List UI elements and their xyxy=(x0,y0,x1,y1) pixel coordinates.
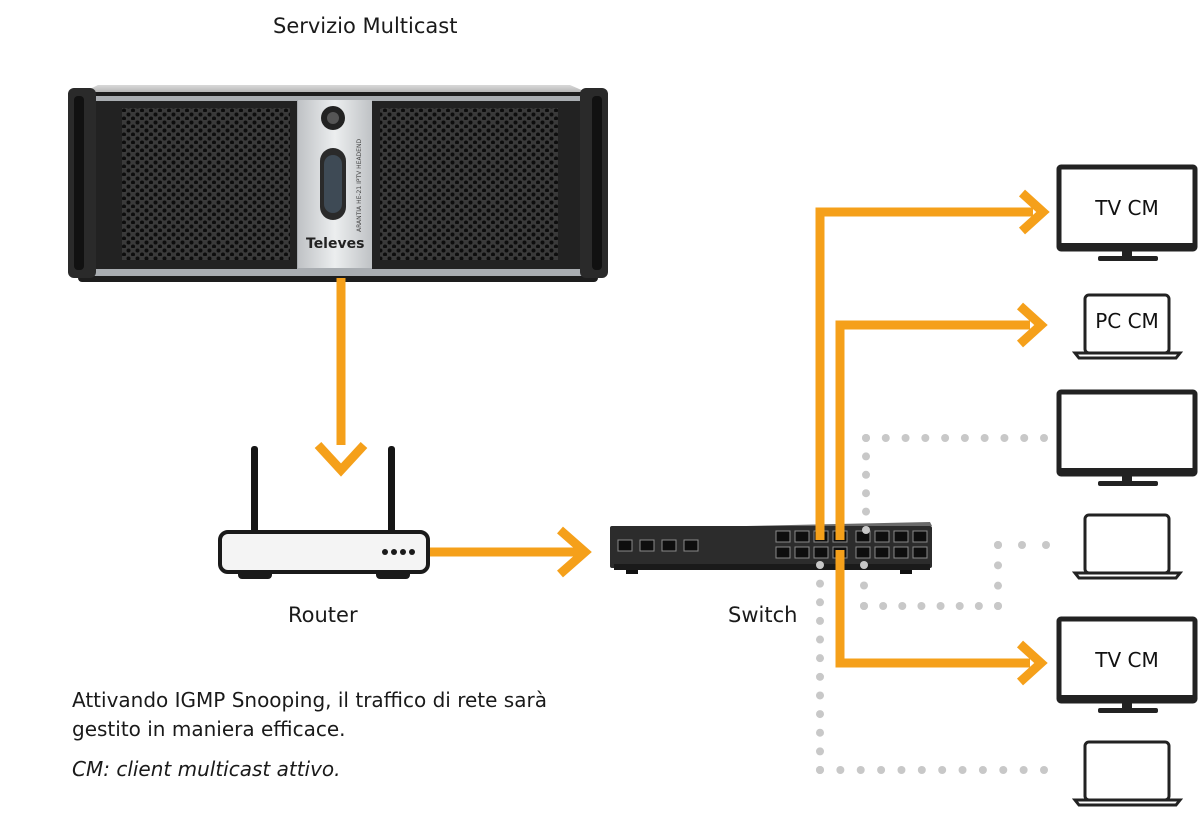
tv-1-label: TV CM xyxy=(1094,196,1158,220)
igmp-note-line-2: gestito in maniera efficace. xyxy=(72,717,346,741)
inactive-link-dot xyxy=(879,602,888,610)
inactive-link-dot xyxy=(816,579,824,588)
inactive-link-dot xyxy=(816,616,824,625)
switch-port xyxy=(617,539,633,552)
client-laptop-1: PC CM xyxy=(1071,293,1184,360)
igmp-note-line-1: Attivando IGMP Snooping, il traffico di … xyxy=(72,688,547,712)
inactive-links xyxy=(816,434,1050,774)
switch-port xyxy=(874,530,890,543)
server-model-text: ARANTIA HE-21 IPTV HEADEND xyxy=(356,139,363,232)
inactive-link-dot xyxy=(862,470,870,479)
inactive-link-dot xyxy=(816,728,824,737)
inactive-link-dot xyxy=(1020,434,1029,442)
inactive-link-dot xyxy=(898,602,907,610)
inactive-link-dot xyxy=(974,602,983,610)
switch-port xyxy=(813,546,829,559)
inactive-link-dot xyxy=(816,561,824,569)
inactive-link-dot xyxy=(856,766,865,774)
inactive-link-dot xyxy=(1000,434,1009,442)
client-tv-3: TV CM xyxy=(1056,616,1198,713)
inactive-link-dot xyxy=(862,434,870,442)
switch-port xyxy=(893,530,909,543)
client-tv-1: TV CM xyxy=(1056,164,1198,261)
inactive-link-dot xyxy=(816,691,824,700)
inactive-link-dot xyxy=(955,602,964,610)
switch-device xyxy=(610,522,932,574)
inactive-link-dot xyxy=(836,766,845,774)
inactive-link-dot xyxy=(917,766,926,774)
switch-port xyxy=(661,539,677,552)
switch-port xyxy=(794,530,810,543)
switch-port xyxy=(683,539,699,552)
pc-1-label: PC CM xyxy=(1095,309,1159,333)
switch-port xyxy=(912,530,928,543)
inactive-link-dot xyxy=(816,635,824,644)
inactive-link-dot xyxy=(816,672,824,681)
switch-port xyxy=(794,546,810,559)
inactive-link-dot xyxy=(980,434,989,442)
switch-port xyxy=(912,546,928,559)
client-laptop-2 xyxy=(1071,513,1184,580)
inactive-link-dot xyxy=(999,766,1008,774)
inactive-link-dot xyxy=(936,602,945,610)
client-laptop-3 xyxy=(1071,740,1184,807)
tv-3-label: TV CM xyxy=(1094,648,1158,672)
server-brand-text: Televes xyxy=(306,236,364,252)
inactive-link-dot xyxy=(816,766,824,774)
inactive-link-dot xyxy=(978,766,987,774)
inactive-link-dot xyxy=(994,602,1002,610)
inactive-link-dot xyxy=(921,434,930,442)
router-device xyxy=(218,446,430,579)
inactive-link-dot xyxy=(816,747,824,756)
inactive-link-dot xyxy=(1019,766,1028,774)
switch-port xyxy=(874,546,890,559)
inactive-link-dot xyxy=(816,710,824,719)
inactive-link-dot xyxy=(877,766,886,774)
server-device: Televes ARANTIA HE-21 IPTV HEADEND xyxy=(68,85,608,282)
client-tv-2 xyxy=(1056,389,1198,486)
inactive-link-dot xyxy=(860,561,868,569)
switch-port xyxy=(893,546,909,559)
inactive-link-dot xyxy=(862,526,870,534)
inactive-link-dot xyxy=(897,766,906,774)
inactive-link-dot xyxy=(860,581,868,590)
inactive-link-dot xyxy=(1040,434,1048,442)
cm-legend: CM: client multicast attivo. xyxy=(72,757,341,781)
inactive-link-dot xyxy=(1018,541,1026,549)
inactive-link-dot xyxy=(1040,766,1048,774)
switch-port xyxy=(855,546,871,559)
inactive-link-dot xyxy=(994,541,1002,549)
inactive-link-dot xyxy=(862,489,870,498)
switch-port xyxy=(639,539,655,552)
inactive-link-dot xyxy=(917,602,926,610)
switch-port xyxy=(775,546,791,559)
inactive-link-dot xyxy=(938,766,947,774)
inactive-link-dot xyxy=(862,452,870,461)
inactive-link-dot xyxy=(816,654,824,663)
active-links xyxy=(314,189,1050,686)
inactive-link-dot xyxy=(994,561,1002,570)
inactive-link-dot xyxy=(860,602,868,610)
switch-port xyxy=(775,530,791,543)
inactive-link-dot xyxy=(881,434,890,442)
inactive-link-dot xyxy=(941,434,950,442)
switch-label: Switch xyxy=(728,603,798,627)
inactive-link-dot xyxy=(960,434,969,442)
router-label: Router xyxy=(288,603,358,627)
inactive-link-dot xyxy=(1042,541,1050,549)
inactive-link-dot xyxy=(958,766,967,774)
inactive-link-dot xyxy=(862,507,870,516)
server-title: Servizio Multicast xyxy=(273,14,458,38)
inactive-link-dot xyxy=(816,598,824,607)
inactive-link-dot xyxy=(901,434,910,442)
inactive-link-dot xyxy=(994,581,1002,590)
